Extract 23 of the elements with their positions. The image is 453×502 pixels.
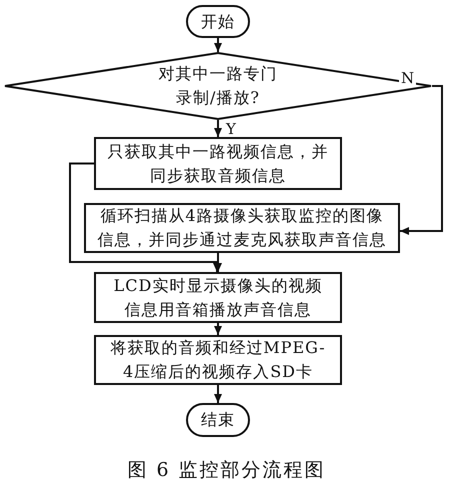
figure-caption: 图 6 监控部分流程图	[126, 458, 327, 483]
terminal-box	[186, 403, 250, 437]
terminal-label: 结束	[201, 409, 235, 431]
process-box	[84, 203, 400, 253]
arrow	[400, 85, 443, 235]
terminal-box	[186, 5, 250, 38]
step-text: 只获取其中一路视频信息，并同步获取音频信息	[106, 140, 330, 186]
step-text: 对其中一路专门录制/播放?	[158, 63, 278, 109]
decision-diamond	[4, 52, 432, 120]
edge-label: N	[399, 70, 416, 86]
edge-label: Y	[224, 121, 238, 137]
step-text: 循环扫描从4路摄像头获取监控的图像信息，并同步通过麦克风获取声音信息	[96, 205, 388, 251]
step-text: 将获取的音频和经过MPEG-4压缩后的视频存入SD卡	[109, 337, 327, 383]
arrow	[214, 323, 222, 335]
arrow	[214, 385, 222, 403]
step-text: LCD实时显示摄像头的视频信息用音箱播放声音信息	[112, 274, 324, 320]
process-box	[94, 137, 342, 190]
arrow	[214, 38, 222, 52]
arrow	[214, 120, 222, 137]
process-box	[94, 335, 342, 385]
terminal-label: 开始	[201, 10, 235, 32]
arrow	[214, 253, 222, 272]
process-box	[94, 272, 342, 323]
